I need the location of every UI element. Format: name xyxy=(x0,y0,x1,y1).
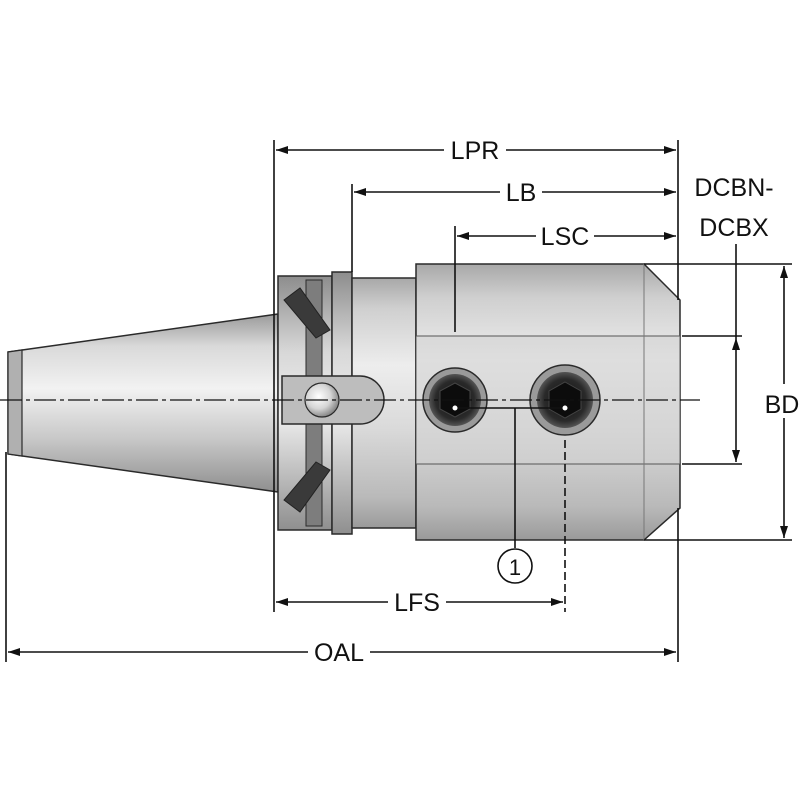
lpr-label: LPR xyxy=(451,137,500,165)
screw-center-1 xyxy=(452,405,458,411)
dimension-lines xyxy=(5,140,792,662)
tool-holder-body xyxy=(7,263,681,541)
lfs-label: LFS xyxy=(394,589,440,617)
callout-1-label: 1 xyxy=(509,555,521,580)
orientation-notch-top xyxy=(283,287,331,339)
oal-label: OAL xyxy=(314,639,364,667)
screw-center-2 xyxy=(562,405,568,411)
dcbn-label: DCBN- xyxy=(694,174,773,202)
taper-pull-end xyxy=(7,349,23,457)
lsc-label: LSC xyxy=(541,223,590,251)
lb-label: LB xyxy=(506,179,537,207)
taper-shank xyxy=(7,313,279,493)
bd-label: BD xyxy=(765,391,800,419)
label-masks xyxy=(308,136,800,666)
orientation-notch-bottom xyxy=(283,461,331,513)
dcbx-label: DCBX xyxy=(699,214,769,242)
callout-1: 1 xyxy=(497,548,533,584)
